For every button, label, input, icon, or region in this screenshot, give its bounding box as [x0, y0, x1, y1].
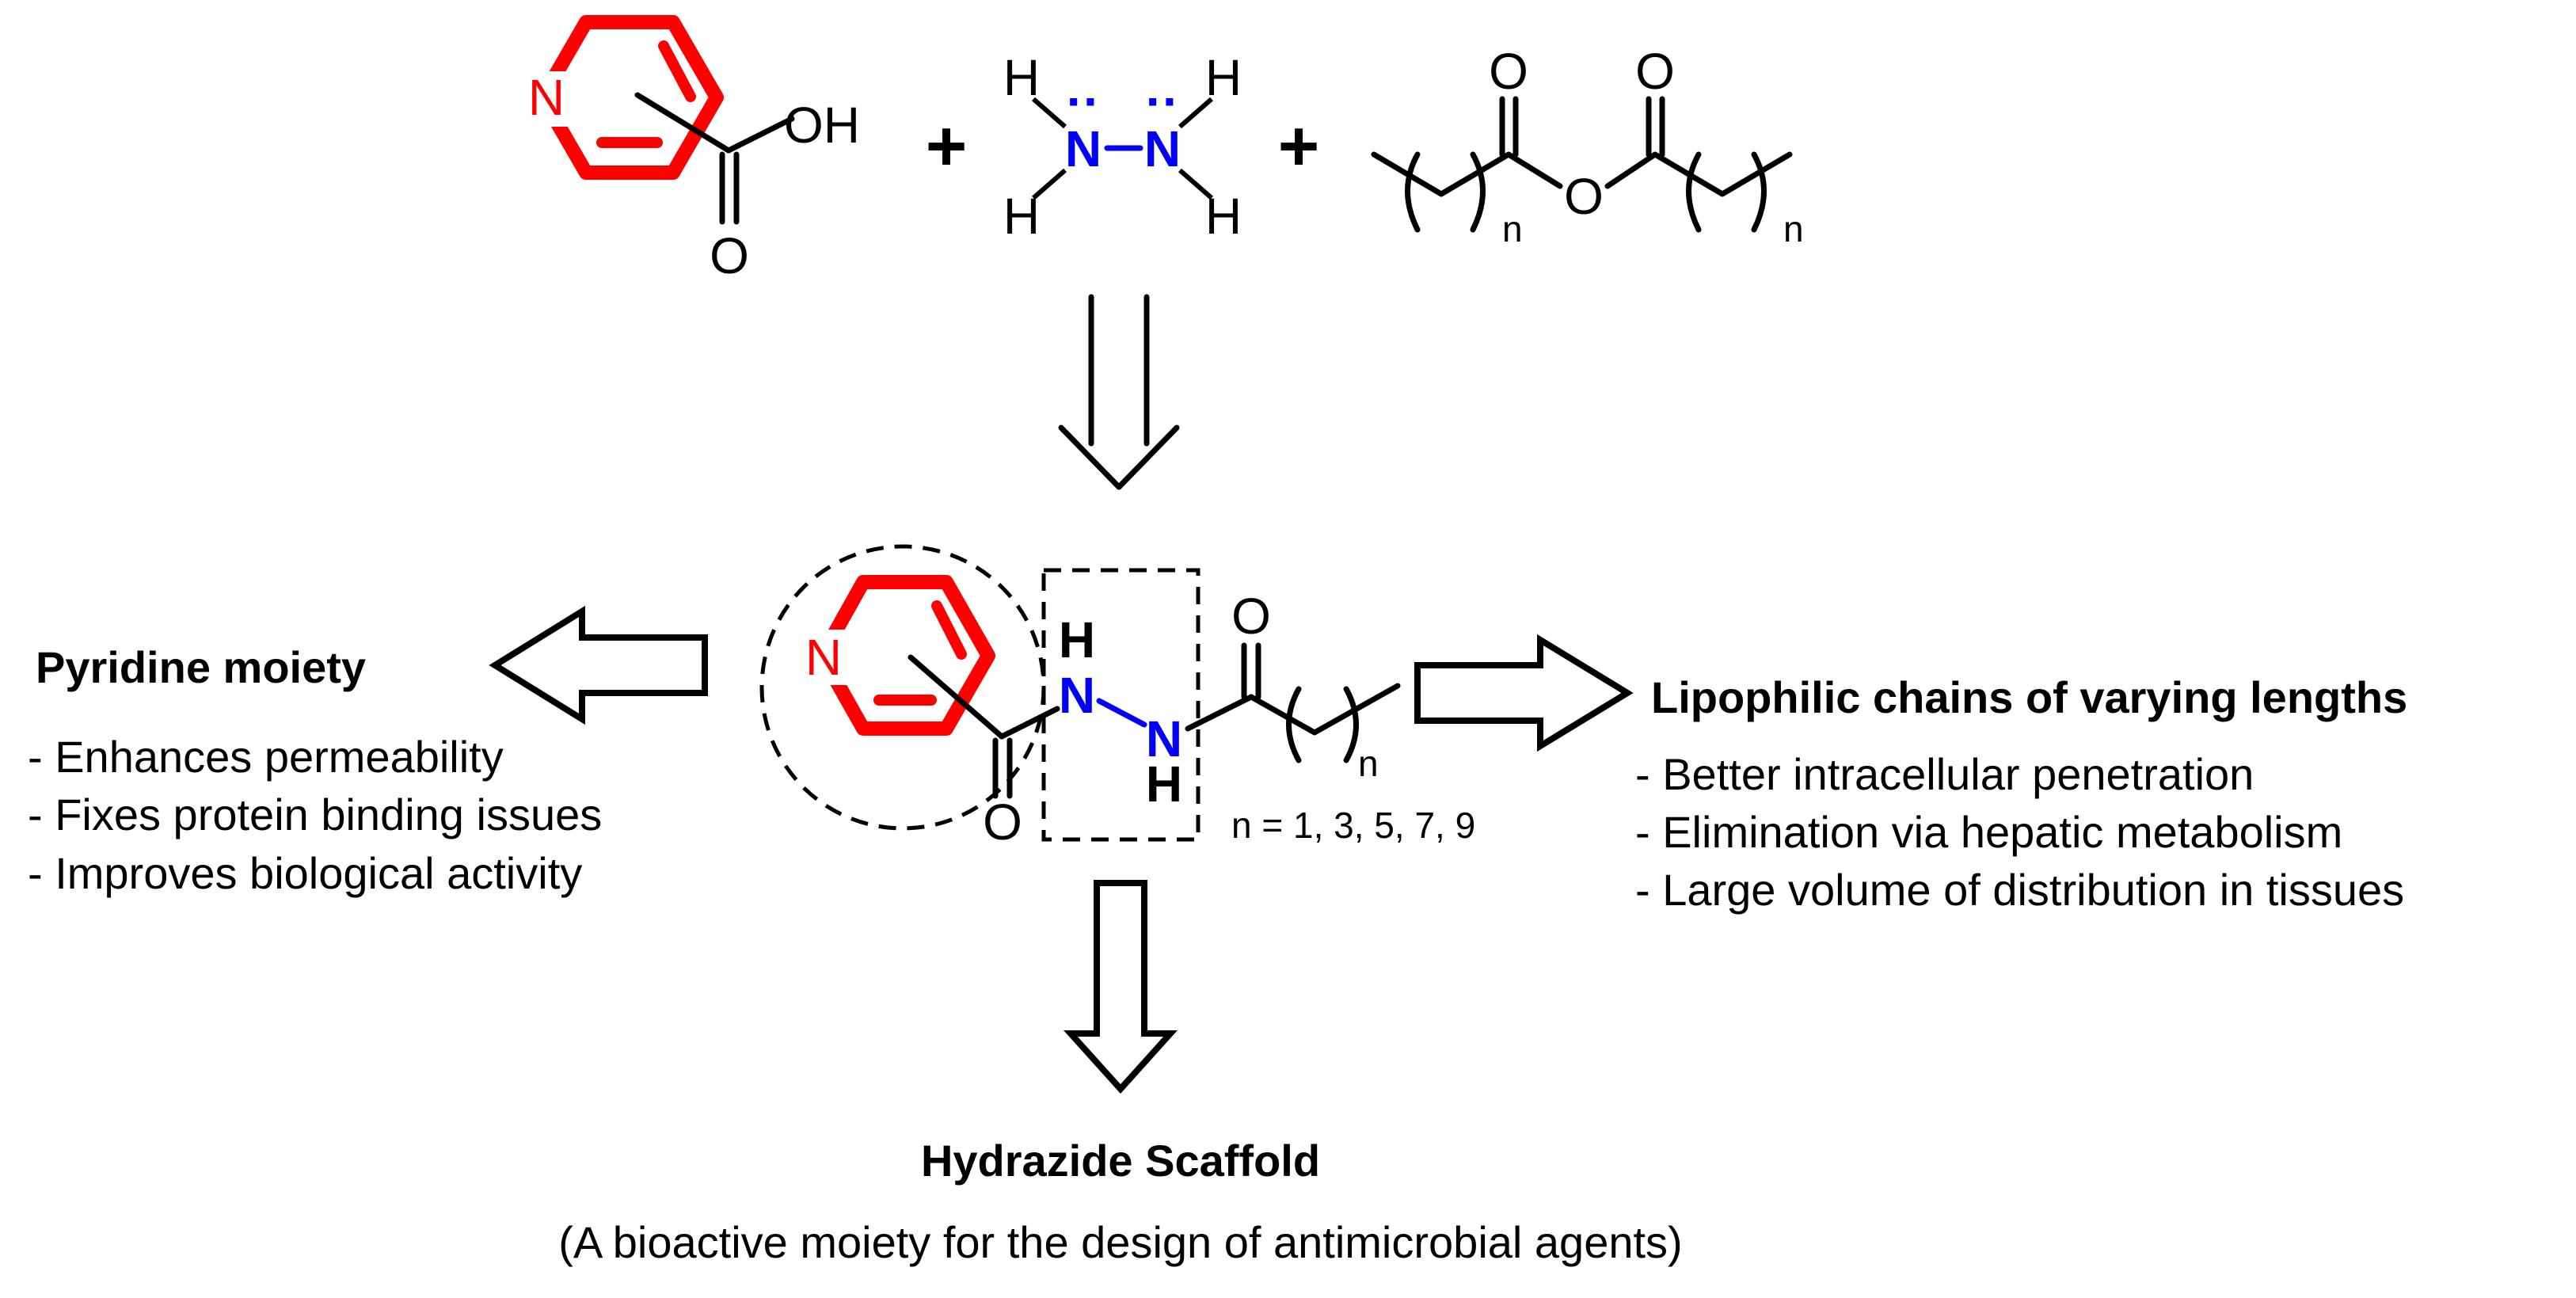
product-ring-n-label: N [805, 629, 842, 686]
pyridine-carboxylic-acid: N OH O [513, 15, 860, 284]
lipophilic-bullet-3: - Large volume of distribution in tissue… [1635, 865, 2404, 915]
acid-carbonyl-o-label: O [710, 227, 749, 284]
product-chain-n: n [1358, 743, 1379, 784]
product-nh-n2: N [1146, 710, 1182, 767]
acid-ring-n-label: N [528, 69, 565, 126]
hydrazine-h-top-right: H [1205, 49, 1242, 106]
hydrazine: H H H H N N ·· ·· [1003, 49, 1242, 245]
acid-anhydride: O O O n n [1371, 43, 1804, 249]
hydrazine-n1-label: N [1065, 120, 1102, 177]
anhydride-o-top-left: O [1489, 43, 1528, 100]
product-carbonyl-o-top: O [1231, 588, 1271, 645]
product-nh-h2: H [1146, 756, 1182, 813]
hydrazide-panel-subtitle: (A bioactive moiety for the design of an… [558, 1217, 1682, 1267]
anhydride-n-right: n [1783, 208, 1804, 249]
pyridine-panel-title: Pyridine moiety [36, 642, 366, 692]
hydrazine-n2-label: N [1144, 120, 1181, 177]
pyridine-bullet-2: - Fixes protein binding issues [28, 790, 602, 839]
hydrazide-highlight-box [1041, 568, 1200, 842]
hydrazide-panel-title: Hydrazide Scaffold [921, 1136, 1320, 1186]
anhydride-n-left: n [1502, 208, 1523, 249]
down-hollow-arrow [1064, 880, 1178, 1094]
right-hollow-arrow [1414, 634, 1634, 752]
pyridine-bullet-3: - Improves biological activity [28, 848, 582, 898]
retrosynthesis-arrow [1058, 294, 1180, 490]
product-nh-n1: N [1059, 667, 1095, 724]
pyridine-bullet-1: - Enhances permeability [28, 732, 504, 782]
anhydride-o-bridge: O [1564, 168, 1604, 225]
product-molecule: N O H N N H O n n = 1, 3, 5, 7, 9 [759, 544, 1475, 851]
lipophilic-bullet-1: - Better intracellular penetration [1635, 749, 2254, 799]
product-n-values: n = 1, 3, 5, 7, 9 [1231, 805, 1475, 846]
hydrazine-lone-pair-2: ·· [1146, 73, 1180, 130]
plus-sign-2: + [1278, 107, 1320, 186]
plus-sign-1: + [926, 107, 968, 186]
lipophilic-panel-title: Lipophilic chains of varying lengths [1651, 672, 2407, 722]
hydrazine-h-top-left: H [1003, 49, 1040, 106]
lipophilic-bullet-2: - Elimination via hepatic metabolism [1635, 807, 2342, 857]
hydrazine-lone-pair-1: ·· [1067, 73, 1101, 130]
acid-oh-label: OH [784, 97, 860, 154]
product-carbonyl-o-bottom: O [983, 794, 1022, 851]
product-nh-h1: H [1059, 611, 1095, 668]
anhydride-o-top-right: O [1635, 43, 1675, 100]
left-hollow-arrow [489, 605, 708, 725]
